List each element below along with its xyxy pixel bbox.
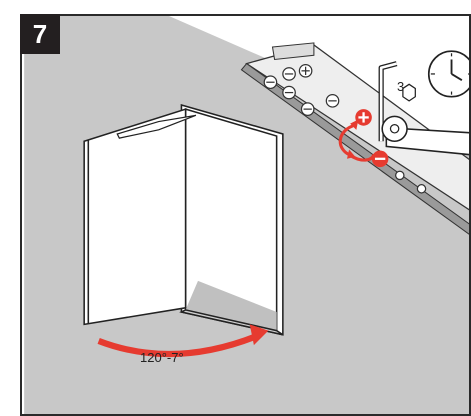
closer-arm <box>381 115 469 156</box>
plus-icon <box>355 109 372 126</box>
hex-key-icon <box>378 61 398 142</box>
minus-icon <box>371 150 389 168</box>
step-number-badge: 7 <box>20 14 60 54</box>
illustration-panel <box>20 14 471 416</box>
swing-arrow-icon <box>97 324 269 358</box>
door-angle-label: 120°-7° <box>140 350 184 365</box>
rail-screws <box>263 64 427 194</box>
hex-size-label: 3 <box>397 79 405 94</box>
closer-rail <box>240 42 469 235</box>
installation-illustration <box>24 16 469 414</box>
hexagon-icon <box>402 83 416 102</box>
clock-icon <box>427 50 469 98</box>
rotate-arrow-icon <box>338 119 376 162</box>
door-leaf <box>83 108 187 326</box>
door-closer-mini <box>116 114 197 139</box>
door-frame <box>179 103 284 336</box>
